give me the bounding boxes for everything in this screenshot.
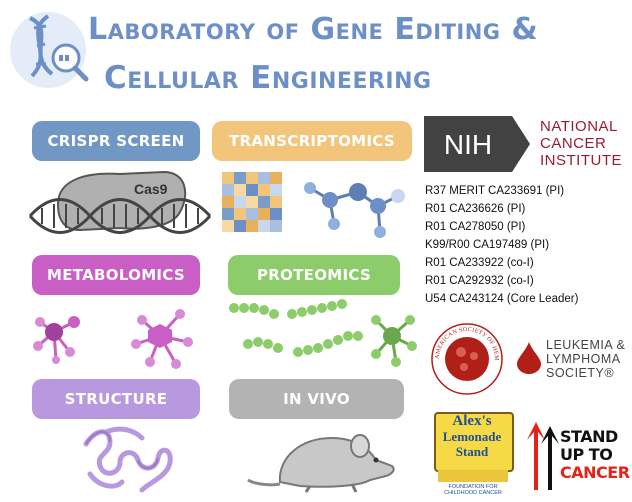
metabolite-molecule-icon — [33, 309, 193, 369]
dna-magnifier-icon — [10, 12, 89, 88]
grant-item: R01 CA278050 (PI) — [425, 221, 526, 233]
lls-logo-text: LEUKEMIA & LYMPHOMA SOCIETY® — [546, 338, 625, 380]
blood-drop-icon — [517, 342, 541, 374]
proteomics-label: PROTEOMICS — [228, 255, 400, 295]
alex-lemonade-logo: Alex's Lemonade Stand FOUNDATION FOR CHI… — [432, 412, 514, 498]
metabolomics-label: METABOLOMICS — [32, 255, 200, 295]
alex-line-2: Lemonade — [442, 429, 502, 444]
nci-name-line-3: INSTITUTE — [540, 152, 622, 169]
grant-item: R01 CA292932 (co-I) — [425, 275, 534, 287]
page-title-line-1: Laboratory of Gene Editing & — [88, 12, 539, 47]
nih-logo-text: NIH — [444, 129, 492, 160]
su2c-line-3: CANCER — [560, 463, 630, 482]
nci-name-line-2: CANCER — [540, 135, 607, 152]
su2c-arrows-icon — [527, 422, 559, 490]
crispr-screen-label: CRISPR SCREEN — [32, 121, 200, 161]
protein-ribbon-icon — [83, 426, 173, 493]
ash-seal-logo: AMERICAN SOCIETY OF HEMATOLOGY — [428, 318, 503, 395]
lls-line-3: SOCIETY® — [546, 366, 615, 380]
mouse-icon — [247, 434, 395, 493]
nih-logo: NIH — [424, 116, 530, 172]
su2c-line-2: UP TO — [560, 445, 613, 464]
nci-name-line-1: NATIONAL — [540, 118, 618, 135]
grant-item: U54 CA243124 (Core Leader) — [425, 293, 579, 305]
lab-logo — [4, 2, 96, 94]
peptide-chain-icon — [229, 299, 417, 367]
su2c-line-1: STAND — [560, 427, 618, 446]
nci-name: NATIONAL CANCER INSTITUTE — [540, 118, 622, 169]
grant-item: R01 CA236626 (PI) — [425, 203, 526, 215]
su2c-logo-text: STAND UP TO CANCER — [560, 428, 630, 482]
grant-item: K99/R00 CA197489 (PI) — [425, 239, 550, 251]
alex-line-4: FOUNDATION FOR — [448, 484, 498, 490]
alex-line-3: Stand — [455, 444, 489, 459]
grant-item: R01 CA233922 (co-I) — [425, 257, 534, 269]
lls-line-1: LEUKEMIA & — [546, 338, 626, 352]
grant-item: R37 MERIT CA233691 (PI) — [425, 185, 565, 197]
dna-cas9-icon: Cas9 — [28, 170, 212, 234]
cas9-badge: Cas9 — [134, 181, 168, 197]
heatmap-icon — [222, 172, 282, 232]
page-title-line-2: Cellular Engineering — [104, 60, 432, 96]
structure-label: STRUCTURE — [32, 379, 200, 419]
molecule-icon — [304, 182, 405, 238]
alex-line-1: Alex's — [452, 413, 492, 429]
lls-line-2: LYMPHOMA — [546, 352, 621, 366]
transcriptomics-label: TRANSCRIPTOMICS — [212, 121, 412, 161]
invivo-label: IN VIVO — [229, 379, 404, 419]
alex-line-5: CHILDHOOD CANCER — [444, 490, 502, 496]
